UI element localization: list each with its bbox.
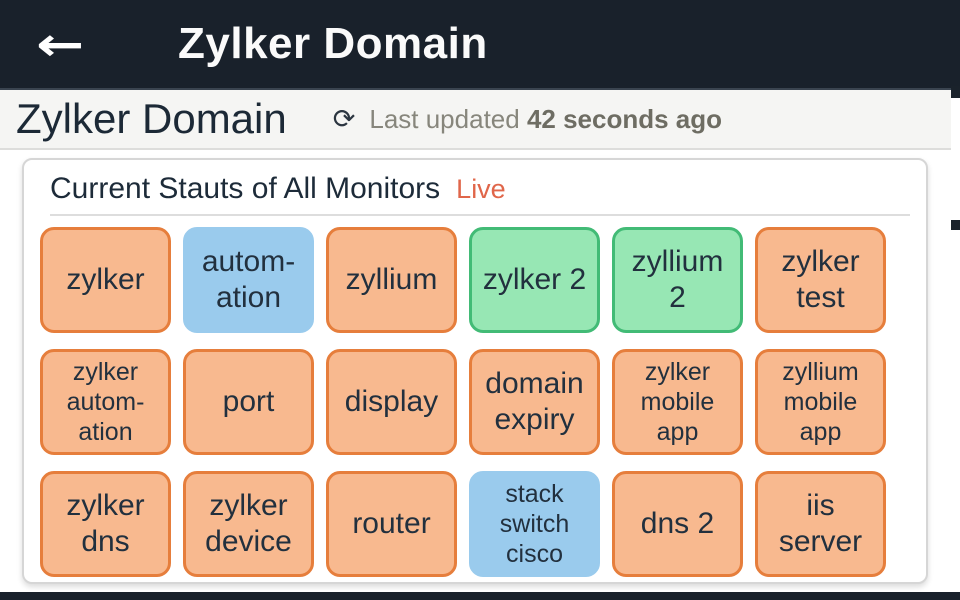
monitor-tile[interactable]: stack switch cisco xyxy=(469,471,600,577)
monitor-tile[interactable]: zyllium mobile app xyxy=(755,349,886,455)
monitor-tile[interactable]: zylker xyxy=(40,227,171,333)
card-title: Current Stauts of All Monitors xyxy=(50,172,441,205)
monitor-name: domain expiry xyxy=(485,367,584,436)
monitor-name: zylker mobile app xyxy=(640,358,715,446)
monitor-name: port xyxy=(222,385,275,418)
app-bar: ← Zylker Domain xyxy=(0,0,960,90)
monitor-tile[interactable]: autom- ation xyxy=(183,227,314,333)
scrollbar-mark xyxy=(951,220,960,230)
monitor-name: zylker 2 xyxy=(482,263,587,296)
back-arrow-icon: ← xyxy=(36,17,85,71)
last-updated-label: Last updated xyxy=(369,103,520,134)
scrollbar-thumb[interactable] xyxy=(951,86,960,98)
monitor-tile[interactable]: display xyxy=(326,349,457,455)
monitor-name: zylker dns xyxy=(66,489,145,558)
monitors-card: Current Stauts of All Monitors Live zylk… xyxy=(22,158,928,584)
bottom-bar xyxy=(0,592,960,600)
monitor-name: zylker xyxy=(66,263,145,296)
scrollbar-track[interactable] xyxy=(951,86,960,586)
refresh-button[interactable]: ⟳ xyxy=(333,106,356,133)
monitor-tile[interactable]: zylker device xyxy=(183,471,314,577)
monitor-tile[interactable]: zylker test xyxy=(755,227,886,333)
monitor-name: autom- ation xyxy=(201,245,296,314)
monitor-name: zyllium mobile app xyxy=(782,358,859,446)
monitor-name: stack switch cisco xyxy=(499,480,570,568)
monitor-tile[interactable]: zyllium 2 xyxy=(612,227,743,333)
monitor-name: zyllium 2 xyxy=(631,245,724,314)
card-header: Current Stauts of All Monitors Live xyxy=(38,172,912,206)
divider xyxy=(50,214,910,216)
live-badge: Live xyxy=(456,174,506,204)
monitor-name: zylker device xyxy=(205,489,292,558)
monitor-name: iis server xyxy=(778,489,863,558)
refresh-icon: ⟳ xyxy=(332,103,356,135)
monitor-tile[interactable]: zylker 2 xyxy=(469,227,600,333)
monitor-tile[interactable]: zylker autom- ation xyxy=(40,349,171,455)
monitor-tile[interactable]: zylker dns xyxy=(40,471,171,577)
last-updated-text: Last updated 42 seconds ago xyxy=(369,104,722,135)
app-bar-title: Zylker Domain xyxy=(178,19,488,68)
monitor-grid: zylker autom- ation zyllium zylker 2 zyl… xyxy=(38,227,912,577)
monitor-tile[interactable]: domain expiry xyxy=(469,349,600,455)
page-header: Zylker Domain ⟳ Last updated 42 seconds … xyxy=(0,90,960,150)
monitor-tile[interactable]: router xyxy=(326,471,457,577)
last-updated-value: 42 seconds ago xyxy=(526,103,723,134)
monitor-name: zylker autom- ation xyxy=(66,358,145,446)
monitor-name: zylker test xyxy=(781,245,860,314)
monitor-tile[interactable]: zylker mobile app xyxy=(612,349,743,455)
page-title: Zylker Domain xyxy=(16,95,287,142)
monitor-tile[interactable]: dns 2 xyxy=(612,471,743,577)
monitor-name: dns 2 xyxy=(640,507,715,540)
monitor-tile[interactable]: port xyxy=(183,349,314,455)
back-button[interactable]: ← xyxy=(36,21,92,67)
monitor-name: router xyxy=(352,507,431,540)
monitor-tile[interactable]: iis server xyxy=(755,471,886,577)
monitor-name: display xyxy=(344,385,439,418)
monitor-tile[interactable]: zyllium xyxy=(326,227,457,333)
monitor-name: zyllium xyxy=(345,263,438,296)
